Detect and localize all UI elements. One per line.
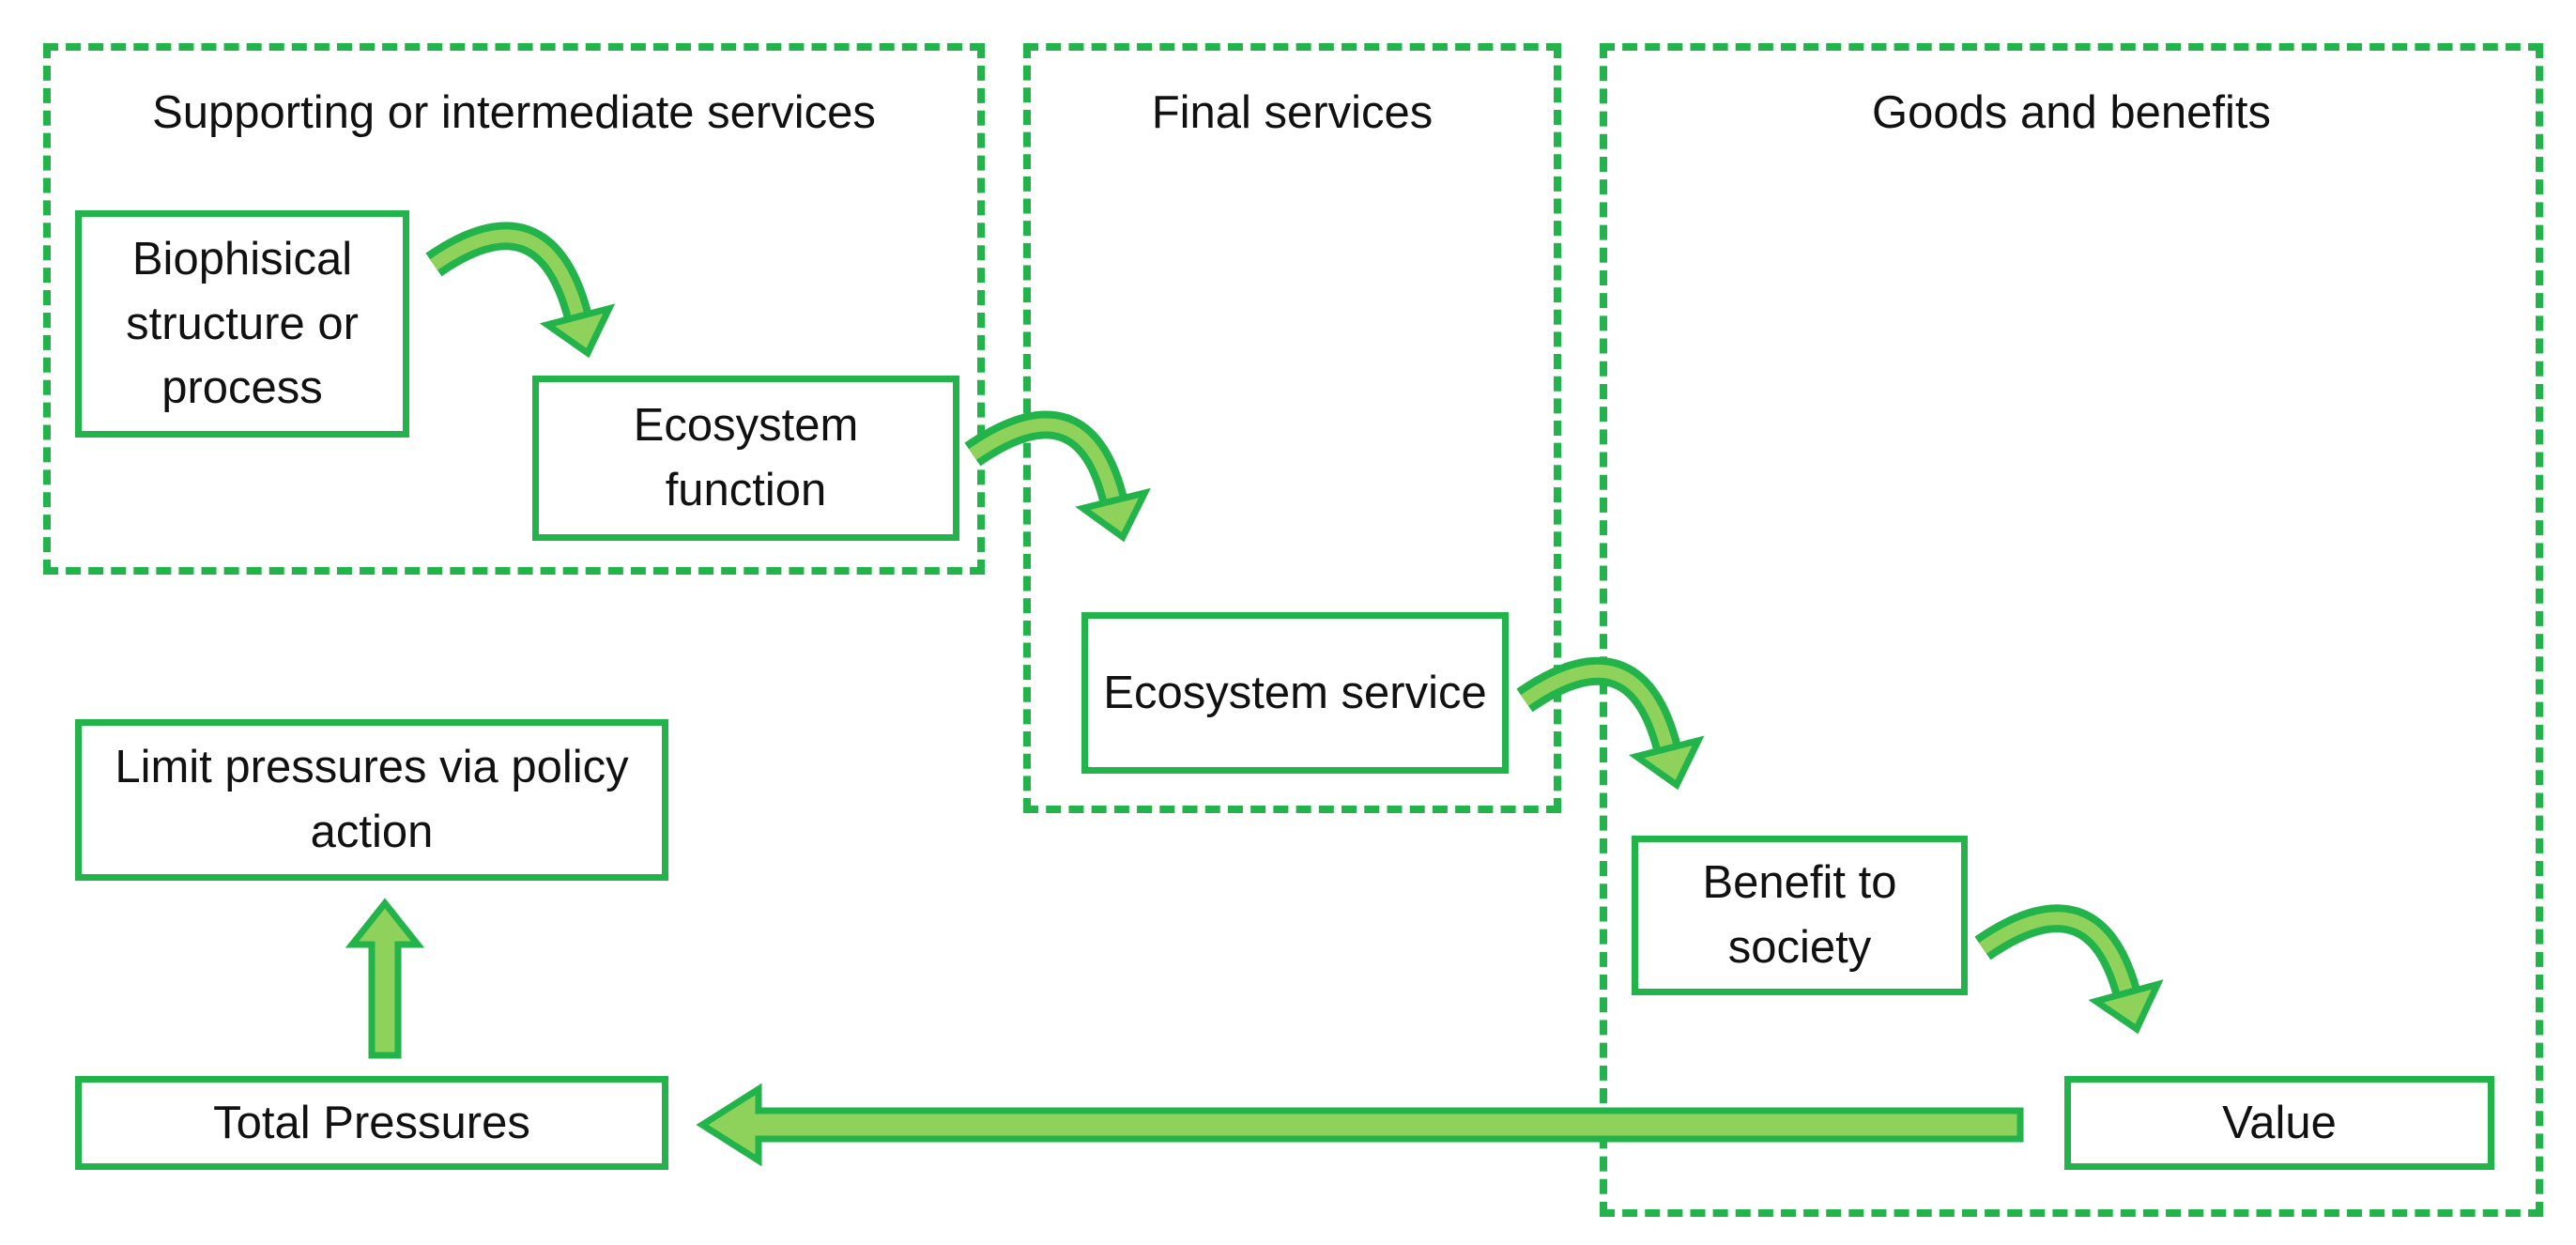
node-ecosystem-service: Ecosystem service	[1081, 612, 1509, 774]
arrow-biophysical-to-function-shaft	[430, 229, 585, 319]
group-goods-and-benefits: Goods and benefits	[1600, 43, 2543, 1217]
node-benefit-to-society: Benefit to society	[1632, 836, 1968, 995]
arrow-biophysical-to-function-head	[539, 303, 616, 359]
arrow-value-to-pressures	[696, 1083, 2024, 1167]
arrow-benefit-to-value-head	[2088, 979, 2164, 1035]
arrow-function-to-service-shaft	[969, 418, 1121, 502]
group-goods-and-benefits-title: Goods and benefits	[1872, 87, 2271, 138]
group-final-services-title: Final services	[1151, 87, 1434, 138]
arrow-benefit-to-value-shaft	[1979, 912, 2134, 995]
group-supporting-services: Supporting or intermediate services	[43, 43, 985, 575]
arrow-service-to-benefit-shaft	[1521, 664, 1674, 750]
group-supporting-services-title: Supporting or intermediate services	[152, 87, 876, 138]
arrow-pressures-to-policy	[345, 898, 425, 1059]
arrow-service-to-benefit-head	[1628, 735, 1705, 791]
node-total-pressures: Total Pressures	[75, 1076, 668, 1170]
node-biophysical-structure: Biophisical structure or process	[75, 210, 409, 438]
node-limit-pressures-policy: Limit pressures via policy action	[75, 719, 668, 881]
node-ecosystem-function: Ecosystem function	[532, 376, 959, 541]
arrow-function-to-service-head	[1075, 487, 1151, 543]
node-value: Value	[2064, 1076, 2494, 1170]
